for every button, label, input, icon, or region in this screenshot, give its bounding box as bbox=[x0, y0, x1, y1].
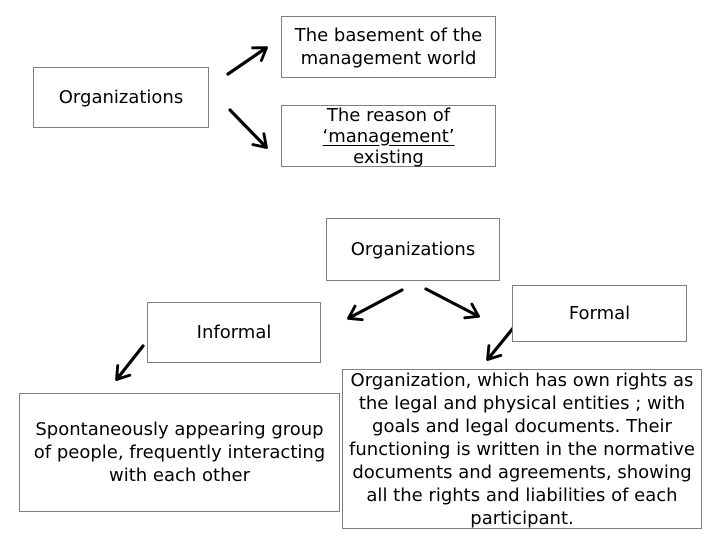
box-basement-line-2: management world bbox=[300, 48, 477, 69]
box-informal-label: Informal bbox=[196, 322, 272, 343]
box-organizations-top: Organizations bbox=[33, 67, 209, 128]
box-spontaneous-group: Spontaneously appearing group of people,… bbox=[19, 393, 340, 512]
box-organizations-middle-label: Organizations bbox=[350, 239, 476, 260]
box-formal-description-line-2: the legal and physical entities ; with bbox=[358, 392, 686, 414]
box-spontaneous-line-3: with each other bbox=[109, 465, 250, 486]
arrow-formal-to-description bbox=[486, 325, 516, 361]
box-organizations-top-label: Organizations bbox=[58, 87, 184, 108]
box-basement-of-management: The basement of the management world bbox=[281, 16, 496, 78]
box-formal: Formal bbox=[512, 285, 687, 342]
box-reason-of-management: The reason of ‘management’ existing bbox=[281, 104, 496, 168]
arrow-organizations-to-basement bbox=[226, 46, 268, 76]
arrow-organizations-to-reason bbox=[228, 108, 268, 149]
arrow-organizations-to-formal bbox=[424, 287, 481, 320]
box-informal: Informal bbox=[147, 302, 321, 363]
box-formal-description: Organization, which has own rights as th… bbox=[342, 369, 702, 529]
box-formal-description-line-4: functioning is written in the normative bbox=[349, 438, 695, 460]
box-reason-line-2-underlined: ‘management’ bbox=[322, 125, 455, 147]
box-formal-description-line-3: goals and legal documents. Their bbox=[372, 415, 672, 437]
box-reason-line-3: existing bbox=[353, 146, 424, 168]
box-formal-description-line-5: documents and agreements, showing bbox=[352, 461, 692, 483]
box-basement-line-1: The basement of the bbox=[294, 25, 483, 46]
box-reason-line-1: The reason of bbox=[326, 104, 451, 126]
box-formal-description-line-1: Organization, which has own rights as bbox=[350, 369, 694, 391]
box-spontaneous-line-1: Spontaneously appearing group bbox=[35, 419, 324, 440]
arrow-informal-to-spontaneous bbox=[115, 344, 145, 381]
box-formal-label: Formal bbox=[568, 303, 631, 324]
box-spontaneous-line-2: of people, frequently interacting bbox=[33, 442, 326, 463]
box-formal-description-line-7: participant. bbox=[470, 507, 574, 529]
box-organizations-middle: Organizations bbox=[326, 218, 500, 281]
arrow-organizations-to-informal bbox=[346, 288, 404, 322]
box-formal-description-line-6: all the rights and liabilities of each bbox=[366, 484, 678, 506]
